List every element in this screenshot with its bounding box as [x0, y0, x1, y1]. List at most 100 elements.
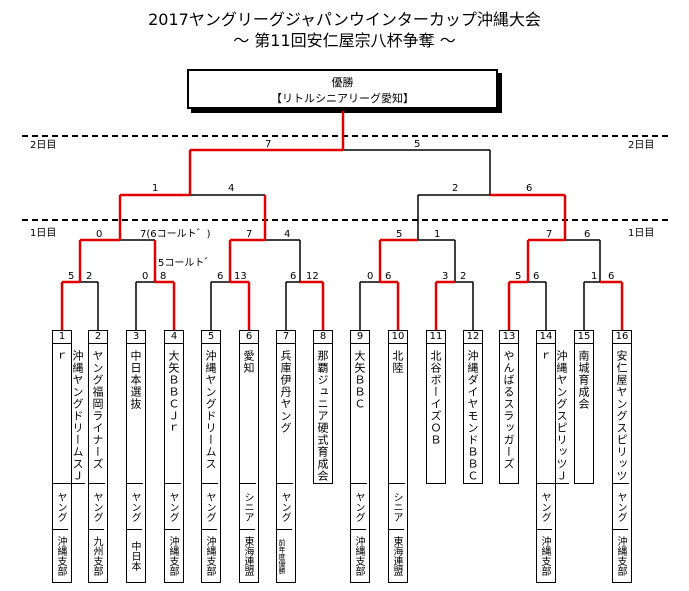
team-league: ヤング: [127, 484, 142, 530]
team-league: ヤング: [165, 484, 180, 530]
score-r1-1-left: 5: [68, 271, 74, 282]
score-q2-right: 4: [284, 229, 290, 240]
team-entry-9: 9 大矢ＢＢＣ ヤング 沖縄支部: [350, 330, 370, 583]
champion-label: 優勝: [331, 76, 354, 89]
team-number: 10: [389, 331, 407, 344]
team-name: 沖縄ヤングドリームス: [202, 344, 218, 484]
score-r1-5-right: 6: [385, 271, 391, 282]
score-q1-left: 0: [96, 229, 102, 240]
day1-label-right: 1日目: [628, 228, 654, 239]
score-r1-3-left: 6: [217, 271, 223, 282]
team-number: 3: [127, 331, 145, 344]
score-r1-5-left: 0: [367, 271, 373, 282]
score-r1-8-left: 1: [591, 271, 597, 282]
team-number: 11: [427, 331, 445, 344]
team-number: 13: [500, 331, 518, 344]
score-semi2-left: 2: [452, 183, 458, 194]
team-name: 沖縄ダイヤモンドＢＢＣ: [466, 350, 479, 482]
team-league: ヤング: [537, 484, 552, 530]
team-entry-16: 16 安仁屋ヤングスピリッツ ヤング 沖縄支部: [612, 330, 632, 583]
team-branch: 沖縄支部: [539, 536, 550, 576]
team-league: ヤング: [89, 484, 104, 530]
team-league: ヤング: [351, 484, 366, 530]
team-name: 兵庫伊丹ヤング: [277, 344, 293, 484]
team-name: 愛知: [240, 344, 256, 484]
team-number: 4: [165, 331, 183, 344]
day2-label-left: 2日目: [30, 140, 56, 151]
team-entry-5: 5 沖縄ヤングドリームス ヤング 沖縄支部: [201, 330, 221, 583]
score-r1-6-left: 3: [442, 271, 448, 282]
team-name: 那覇ジュニア硬式育成会: [316, 350, 329, 482]
team-number: 5: [202, 331, 220, 344]
team-number: 14: [537, 331, 555, 344]
score-semi1-right: 4: [228, 183, 234, 194]
team-entry-13: 13 やんばるスラッガーズ: [499, 330, 519, 484]
day1-label-left: 1日目: [30, 228, 56, 239]
score-called-note: 5コールト゛: [158, 257, 214, 269]
tournament-subtitle: ～ 第11回安仁屋宗八杯争奪 ～: [233, 31, 456, 50]
team-entry-2: 2 ヤング福岡ライナーズ ヤング 九州支部: [88, 330, 108, 583]
team-number: 1: [53, 331, 71, 344]
score-q2-left: 7: [246, 229, 252, 240]
team-entry-14: 14 沖縄ヤングスピリッツＪｒ ヤング 沖縄支部: [536, 330, 569, 583]
team-name: やんばるスラッガーズ: [502, 350, 515, 470]
team-entry-1: 1 沖縄ヤングドリームスＪｒ ヤング 沖縄支部: [52, 330, 85, 583]
team-branch: 沖縄支部: [204, 536, 215, 576]
score-r1-2-right: 8: [160, 271, 166, 282]
team-number: 9: [351, 331, 369, 344]
team-entry-6: 6 愛知 シニア 東海連盟: [239, 330, 259, 583]
team-branch: 沖縄支部: [167, 536, 178, 576]
score-q4-right: 6: [584, 229, 590, 240]
team-name: 大矢ＢＢＣＪｒ: [165, 344, 181, 484]
score-r1-7-right: 6: [533, 271, 539, 282]
team-league: ヤング: [202, 484, 217, 530]
score-r1-6-right: 2: [460, 271, 466, 282]
score-q1-right: 7(6コールト゛): [140, 228, 211, 240]
team-number: 6: [240, 331, 258, 344]
team-branch: 前年度優勝: [278, 538, 286, 574]
team-name: 大矢ＢＢＣ: [351, 344, 367, 484]
team-branch: 中日本: [129, 541, 140, 571]
team-league: ヤング: [613, 484, 628, 530]
team-league: ヤング: [53, 484, 68, 530]
day2-label-right: 2日目: [628, 140, 654, 151]
team-league: シニア: [240, 484, 255, 530]
team-number: 12: [464, 331, 482, 344]
team-name: 北谷ボーイズＯＢ: [429, 350, 442, 446]
score-final-right: 5: [414, 139, 420, 150]
team-entry-11: 11 北谷ボーイズＯＢ: [426, 330, 446, 484]
team-number: 16: [613, 331, 631, 344]
team-branch: 沖縄支部: [353, 536, 364, 576]
team-entry-10: 10 北陸 シニア 東海連盟: [388, 330, 408, 583]
champion-box: 優勝 【リトルシニアリーグ愛知】: [187, 69, 498, 109]
score-semi2-right: 6: [526, 183, 532, 194]
score-r1-8-right: 6: [608, 271, 614, 282]
score-final-left: 7: [265, 139, 271, 150]
team-entry-15: 15 南城育成会: [574, 330, 594, 484]
team-number: 15: [575, 331, 593, 344]
team-name: ヤング福岡ライナーズ: [89, 344, 105, 484]
team-name: 安仁屋ヤングスピリッツ: [613, 344, 629, 484]
score-q3-right: 1: [434, 229, 440, 240]
team-branch: 東海連盟: [391, 536, 402, 576]
team-name: 中日本選抜: [127, 344, 143, 484]
team-entry-4: 4 大矢ＢＢＣＪｒ ヤング 沖縄支部: [164, 330, 184, 583]
team-branch: 東海連盟: [242, 536, 253, 576]
score-r1-3-right: 13: [234, 271, 247, 282]
score-r1-4-left: 6: [290, 271, 296, 282]
team-entry-3: 3 中日本選抜 ヤング 中日本: [126, 330, 146, 583]
team-entry-7: 7 兵庫伊丹ヤング ヤング 前年度優勝: [276, 330, 296, 583]
team-name: 南城育成会: [577, 350, 590, 410]
tournament-title: 2017ヤングリーグジャパンウインターカップ沖縄大会: [148, 10, 541, 29]
team-league: ヤング: [277, 484, 292, 530]
team-branch: 九州支部: [91, 536, 102, 576]
score-r1-7-left: 5: [515, 271, 521, 282]
team-name: 沖縄ヤングドリームスＪｒ: [53, 344, 85, 484]
team-name: 北陸: [389, 344, 405, 484]
team-entry-8: 8 那覇ジュニア硬式育成会: [313, 330, 333, 484]
team-entry-12: 12 沖縄ダイヤモンドＢＢＣ: [463, 330, 483, 484]
team-number: 8: [314, 331, 332, 344]
champion-team: 【リトルシニアリーグ愛知】: [271, 92, 414, 105]
score-r1-2-left: 0: [142, 271, 148, 282]
